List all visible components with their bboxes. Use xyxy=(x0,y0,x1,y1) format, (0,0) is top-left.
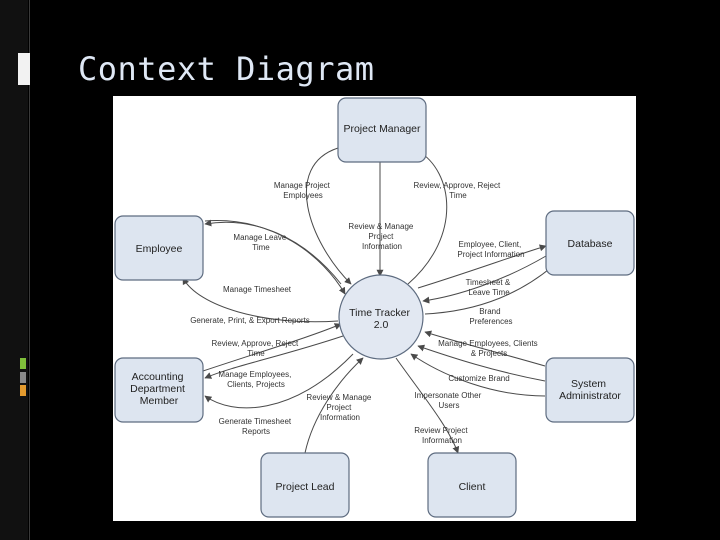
arrow-center-to-database xyxy=(417,244,547,289)
center-process-label: Time Tracker 2.0 xyxy=(349,307,413,331)
arrow-center-to-employee-reports xyxy=(182,277,339,323)
flow-manage-employees-clients-projects-sa: Manage Employees, Clients & Projects xyxy=(438,339,540,358)
entity-box-employee xyxy=(114,215,204,281)
flow-manage-employees-clients-projects-acct: Manage Employees, Clients, Projects xyxy=(218,370,293,389)
flow-manage-project-employees: Manage Project Employees xyxy=(274,181,332,200)
arrow-pm-left-curve xyxy=(305,147,352,285)
flow-review-manage-project-info-pl: Review & Manage Project Information xyxy=(306,393,373,422)
flow-brand-preferences: Brand Preferences xyxy=(469,307,512,326)
arrow-sa-to-center xyxy=(424,330,546,367)
arrow-center-to-client xyxy=(395,357,460,454)
entity-employee: Employee xyxy=(136,243,183,255)
context-diagram: Time Tracker 2.0 Project Manager Employe… xyxy=(113,96,636,521)
arrow-sa-impersonate xyxy=(410,353,546,397)
flow-employee-client-project-info: Employee, Client, Project Information xyxy=(457,240,524,259)
arrow-employee-to-center xyxy=(204,220,346,295)
center-process xyxy=(338,274,424,360)
arrow-center-to-database-brand xyxy=(424,265,554,315)
arrow-center-to-accounting xyxy=(204,335,344,379)
entity-system-admin: System Administrator xyxy=(559,378,621,402)
entity-accounting: Accounting Department Member xyxy=(130,371,188,407)
arrow-sa-brand xyxy=(417,344,546,382)
entity-database: Database xyxy=(568,238,613,250)
slide-title: Context Diagram xyxy=(78,50,375,88)
entity-box-database xyxy=(545,210,635,276)
accent-mark-green xyxy=(20,358,26,369)
entity-box-client xyxy=(427,452,517,518)
flow-review-project-info-client: Review Project Information xyxy=(414,426,470,445)
entity-box-accounting xyxy=(114,357,204,423)
flow-customize-brand: Customize Brand xyxy=(448,374,509,383)
arrow-pl-to-center xyxy=(304,357,364,454)
flow-generate-print-export: Generate, Print, & Export Reports xyxy=(190,316,310,325)
arrow-center-to-accounting-reports xyxy=(204,353,354,409)
flow-review-approve-reject-time-pm: Review, Approve, Reject Time xyxy=(414,181,503,200)
flow-manage-timesheet: Manage Timesheet xyxy=(223,285,292,294)
arrow-center-to-employee-leave xyxy=(204,219,342,285)
flow-generate-timesheet-reports: Generate Timesheet Reports xyxy=(219,417,294,436)
flow-timesheet-leave-time: Timesheet & Leave Time xyxy=(466,278,513,297)
entity-box-project-lead xyxy=(260,452,350,518)
flow-manage-leave-time: Manage Leave Time xyxy=(233,233,288,252)
flow-review-manage-project-info-pm: Review & Manage Project Information xyxy=(348,222,415,251)
entity-client: Client xyxy=(459,481,486,493)
arrow-database-to-center xyxy=(422,255,547,304)
accent-mark-gray xyxy=(20,372,26,383)
entity-box-project-manager xyxy=(337,97,427,163)
left-strip xyxy=(0,0,28,540)
accent-mark-orange xyxy=(20,385,26,396)
arrow-center-to-pm-right xyxy=(407,150,448,285)
slide-edge-line xyxy=(29,0,30,540)
flow-review-approve-reject-time-acct: Review, Approve, Reject Time xyxy=(212,339,301,358)
title-marker xyxy=(18,53,30,85)
entity-project-manager: Project Manager xyxy=(343,123,421,135)
entity-box-system-admin xyxy=(545,357,635,423)
arrow-accounting-to-center xyxy=(202,323,342,372)
flow-impersonate-other-users: Impersonate Other Users xyxy=(415,391,484,410)
entity-project-lead: Project Lead xyxy=(276,481,335,493)
